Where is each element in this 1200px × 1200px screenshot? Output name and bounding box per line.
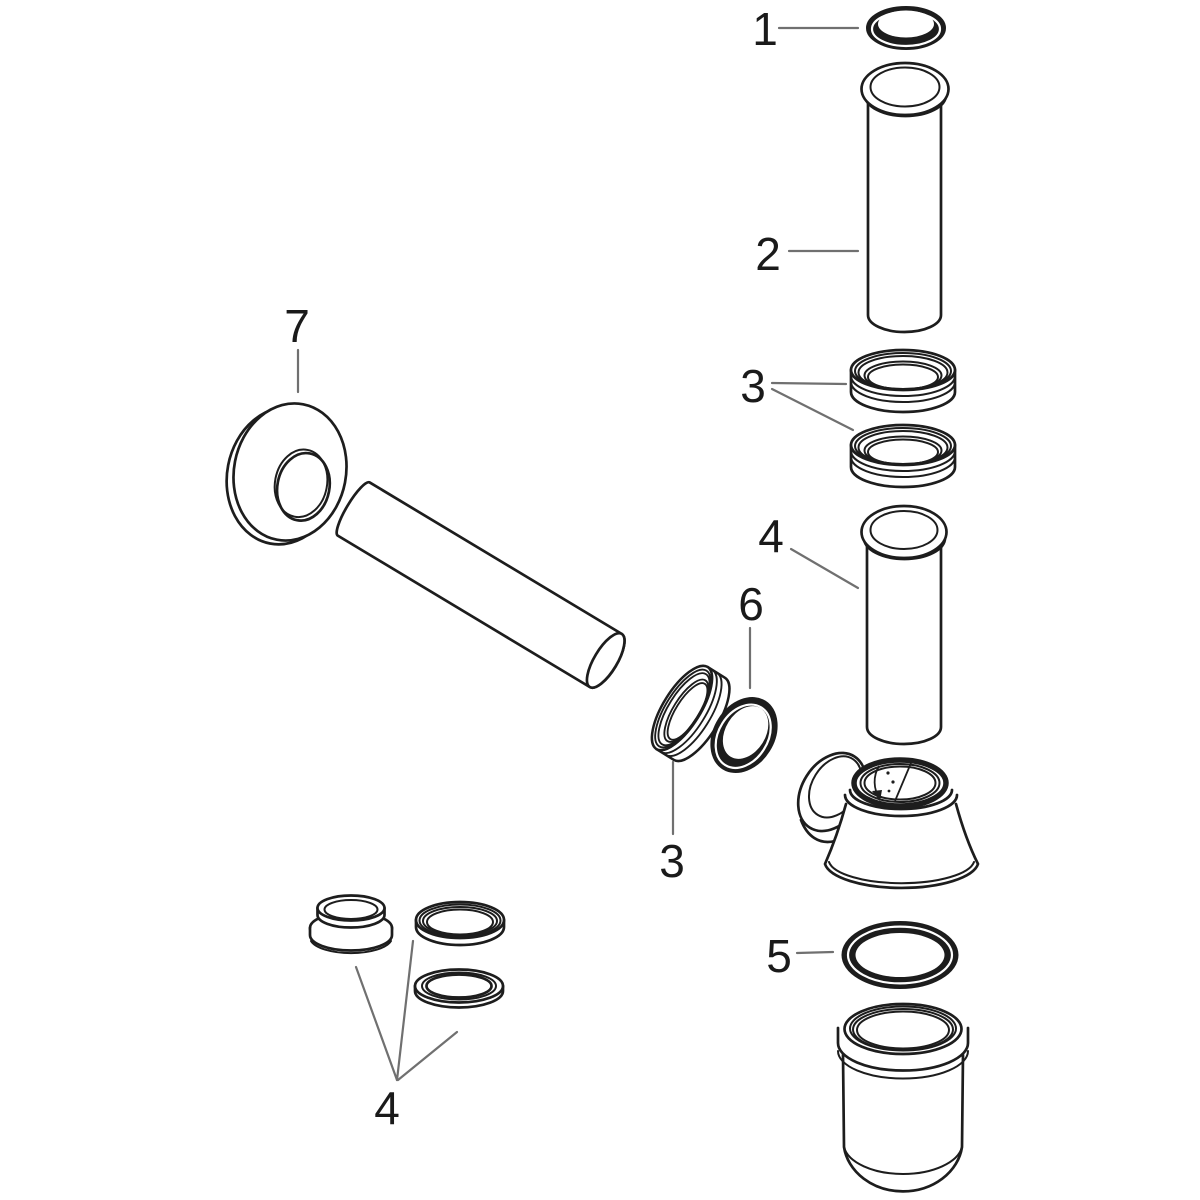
compression-ring-part [710, 697, 778, 773]
trap-body-part [796, 751, 980, 890]
callout-3-right: 3 [740, 360, 766, 412]
gasket-cup-part [308, 894, 394, 955]
callout-1: 1 [752, 3, 778, 55]
callout-labels: 1 2 3 4 6 3 5 4 7 [284, 3, 792, 1134]
wall-flange-part [225, 402, 348, 546]
leader-lines [296, 26, 860, 1082]
gasket-ring-part [414, 900, 506, 947]
callout-5: 5 [766, 930, 792, 982]
seal-ring-part [866, 6, 946, 50]
callout-4-right: 4 [758, 510, 784, 562]
trap-cup-part [836, 1002, 970, 1193]
callout-4-lower: 4 [374, 1082, 400, 1134]
callout-6: 6 [738, 578, 764, 630]
tail-pipe-part [860, 61, 950, 334]
wall-pipe-part [335, 480, 626, 690]
inlet-pipe-part [860, 504, 948, 746]
callout-7: 7 [284, 300, 310, 352]
gasket-washer-part [413, 968, 505, 1009]
slip-nut-lower-part [849, 423, 957, 489]
callout-2: 2 [755, 228, 781, 280]
callout-3-lower: 3 [659, 835, 685, 887]
slip-nut-upper-part [849, 348, 957, 414]
flow-arrow-mark [872, 762, 912, 802]
o-ring-part [841, 921, 959, 989]
